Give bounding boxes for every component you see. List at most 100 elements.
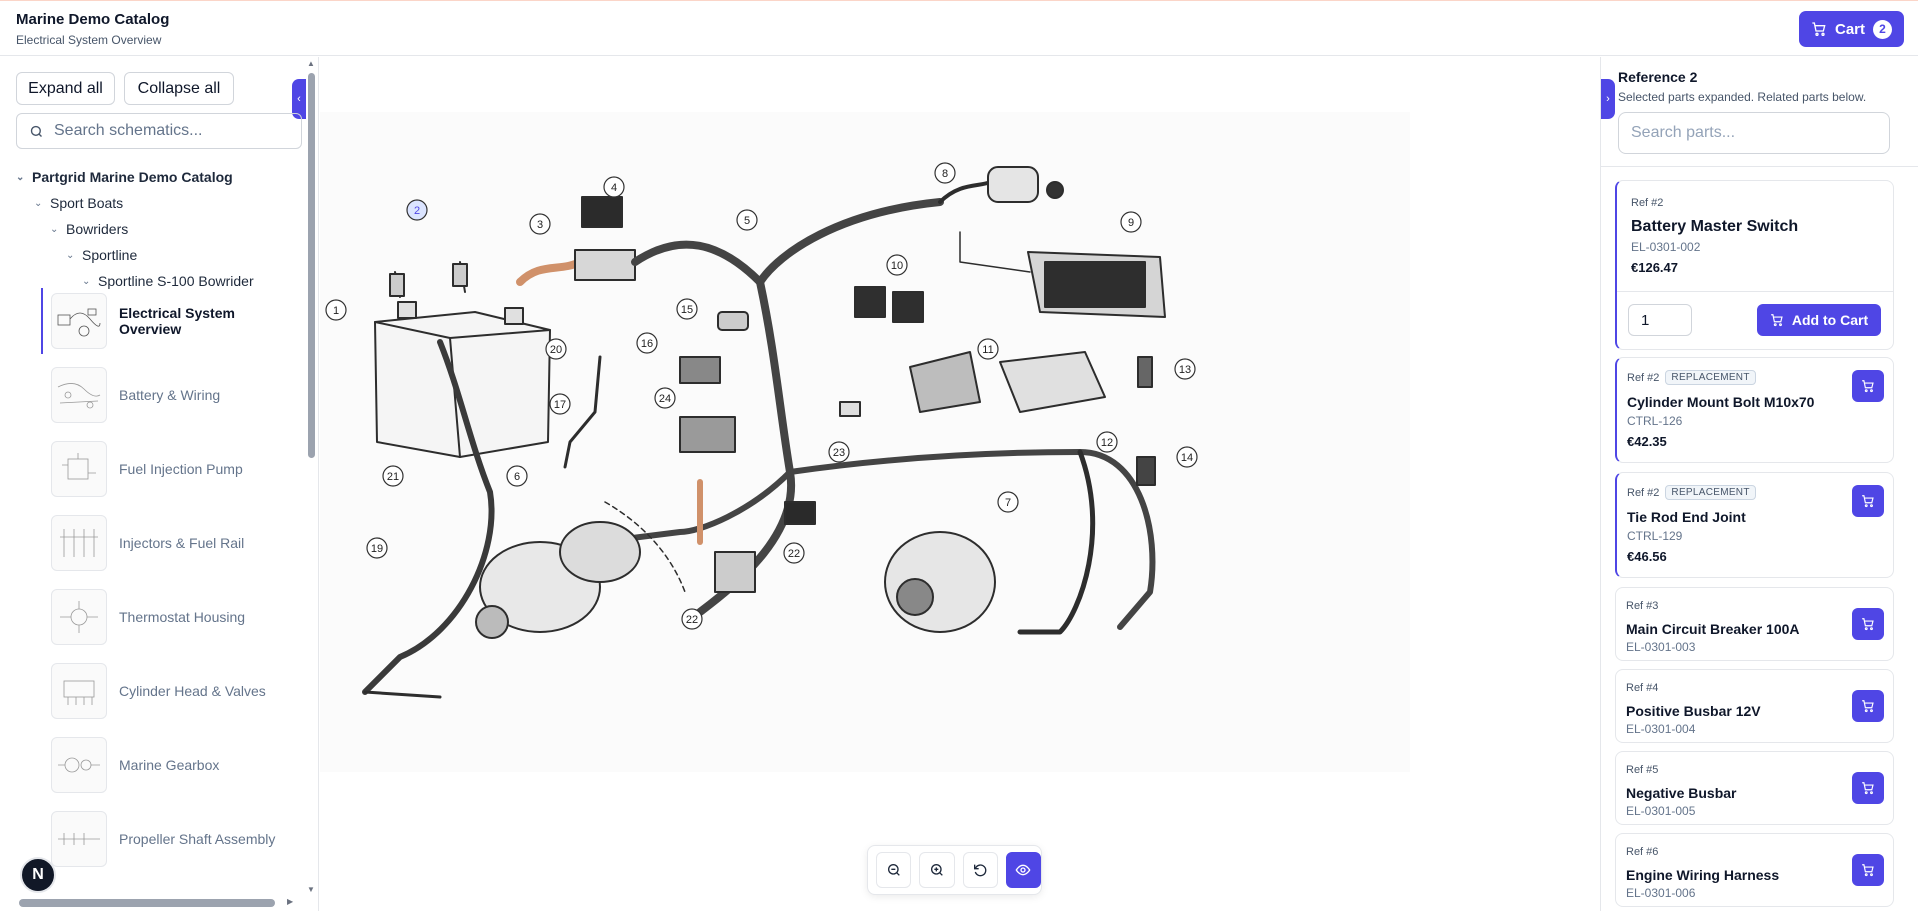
callout-number: 16 xyxy=(641,338,653,350)
quick-add-button[interactable] xyxy=(1852,608,1884,640)
schematic-item-thermostat[interactable]: Thermostat Housing xyxy=(41,584,301,650)
chevron-left-icon: ‹ xyxy=(297,93,301,105)
callout-13[interactable]: 13 xyxy=(1174,358,1196,380)
callout-number: 3 xyxy=(537,219,543,231)
callout-10[interactable]: 10 xyxy=(886,254,908,276)
cart-icon xyxy=(1862,618,1874,631)
callout-14[interactable]: 14 xyxy=(1176,446,1198,468)
callout-24[interactable]: 24 xyxy=(654,387,676,409)
chevron-right-icon: › xyxy=(1606,93,1610,105)
panel-title: Reference 2 xyxy=(1618,69,1698,85)
scroll-right-arrow-icon[interactable]: ▶ xyxy=(287,897,294,906)
sidebar-vertical-scrollbar[interactable]: ▲ ▼ xyxy=(306,57,316,897)
quantity-input[interactable]: 1 xyxy=(1628,304,1692,336)
scrollbar-thumb[interactable] xyxy=(308,73,315,458)
schematic-item-injectors[interactable]: Injectors & Fuel Rail xyxy=(41,510,301,576)
part-sku: EL-0301-005 xyxy=(1626,804,1696,818)
quick-add-button[interactable] xyxy=(1852,370,1884,402)
cart-button[interactable]: Cart 2 xyxy=(1799,11,1904,47)
callout-20[interactable]: 20 xyxy=(545,338,567,360)
zoom-out-button[interactable] xyxy=(876,852,912,888)
parts-search-input[interactable] xyxy=(1631,124,1881,142)
callout-7[interactable]: 7 xyxy=(997,491,1019,513)
zoom-in-button[interactable] xyxy=(919,852,955,888)
user-avatar[interactable]: N xyxy=(20,857,56,893)
callout-6[interactable]: 6 xyxy=(506,465,528,487)
callout-number: 19 xyxy=(371,543,383,555)
callout-circle xyxy=(406,199,428,221)
callout-1[interactable]: 1 xyxy=(325,299,347,321)
callout-circle xyxy=(676,298,698,320)
scroll-down-arrow-icon[interactable]: ▼ xyxy=(307,885,315,894)
callout-number: 10 xyxy=(891,260,903,272)
tree-node-catalog[interactable]: ⌄ Partgrid Marine Demo Catalog xyxy=(16,169,233,185)
callout-9[interactable]: 9 xyxy=(1120,211,1142,233)
schematic-item-battery[interactable]: Battery & Wiring xyxy=(41,362,301,428)
add-to-cart-label: Add to Cart xyxy=(1791,312,1869,328)
sidebar-collapse-toggle[interactable]: ‹ xyxy=(292,79,306,119)
tree-node-sport-boats[interactable]: ⌄ Sport Boats xyxy=(34,195,123,211)
callout-22[interactable]: 22 xyxy=(681,608,703,630)
parts-search[interactable] xyxy=(1618,112,1890,154)
callout-4[interactable]: 4 xyxy=(603,176,625,198)
collapse-all-button[interactable]: Collapse all xyxy=(124,72,234,105)
callout-12[interactable]: 12 xyxy=(1096,431,1118,453)
schematic-item-cylinder-head[interactable]: Cylinder Head & Valves xyxy=(41,658,301,724)
callout-22[interactable]: 22 xyxy=(783,542,805,564)
part-sku: EL-0301-006 xyxy=(1626,886,1696,900)
add-to-cart-button[interactable]: Add to Cart xyxy=(1757,304,1881,336)
schematic-search-input[interactable] xyxy=(54,122,294,140)
callout-17[interactable]: 17 xyxy=(549,393,571,415)
part-ref-row: Ref #4 xyxy=(1626,682,1658,694)
callout-number: 5 xyxy=(744,215,750,227)
schematic-item-fuel-pump[interactable]: Fuel Injection Pump xyxy=(41,436,301,502)
quick-add-button[interactable] xyxy=(1852,485,1884,517)
panel-collapse-toggle[interactable]: › xyxy=(1601,79,1615,119)
part-ref-row: Ref #5 xyxy=(1626,764,1658,776)
schematic-item-propeller-shaft[interactable]: Propeller Shaft Assembly xyxy=(41,806,301,872)
tree-node-s100[interactable]: ⌄ Sportline S-100 Bowrider xyxy=(82,273,254,289)
schematics-sidebar: Expand all Collapse all ‹ ⌄ Partgrid Mar… xyxy=(0,57,319,911)
schematic-label: Injectors & Fuel Rail xyxy=(119,535,245,551)
schematic-thumbnail xyxy=(51,441,107,497)
quick-add-button[interactable] xyxy=(1852,772,1884,804)
callout-11[interactable]: 11 xyxy=(977,338,999,360)
callout-5[interactable]: 5 xyxy=(736,209,758,231)
replacement-badge: REPLACEMENT xyxy=(1665,485,1756,500)
scrollbar-thumb[interactable] xyxy=(19,899,275,907)
toggle-hotspots-button[interactable] xyxy=(1005,852,1041,888)
schematic-item-gearbox[interactable]: Marine Gearbox xyxy=(41,732,301,798)
expand-all-button[interactable]: Expand all xyxy=(16,72,115,105)
sidebar-horizontal-scrollbar[interactable]: ▶ xyxy=(16,897,298,907)
callout-number: 4 xyxy=(611,182,617,194)
schematic-search[interactable] xyxy=(16,113,302,149)
quick-add-button[interactable] xyxy=(1852,690,1884,722)
tree-node-bowriders[interactable]: ⌄ Bowriders xyxy=(50,221,128,237)
schematic-thumbnail xyxy=(51,589,107,645)
schematic-item-electrical[interactable]: Electrical System Overview xyxy=(41,288,301,354)
callout-8[interactable]: 8 xyxy=(934,162,956,184)
callout-16[interactable]: 16 xyxy=(636,332,658,354)
scroll-up-arrow-icon[interactable]: ▲ xyxy=(307,59,315,68)
callout-circle xyxy=(325,299,347,321)
part-name: Tie Rod End Joint xyxy=(1627,509,1746,525)
callout-3[interactable]: 3 xyxy=(529,213,551,235)
selected-part-card[interactable]: Ref #2 Battery Master Switch EL-0301-002… xyxy=(1615,180,1894,350)
callout-21[interactable]: 21 xyxy=(382,465,404,487)
callout-2[interactable]: 2 xyxy=(406,199,428,221)
callout-23[interactable]: 23 xyxy=(828,441,850,463)
callout-15[interactable]: 15 xyxy=(676,298,698,320)
callout-circle xyxy=(997,491,1019,513)
quick-add-button[interactable] xyxy=(1852,854,1884,886)
tree-node-sportline[interactable]: ⌄ Sportline xyxy=(66,247,137,263)
reset-view-button[interactable] xyxy=(962,852,998,888)
callout-19[interactable]: 19 xyxy=(366,537,388,559)
